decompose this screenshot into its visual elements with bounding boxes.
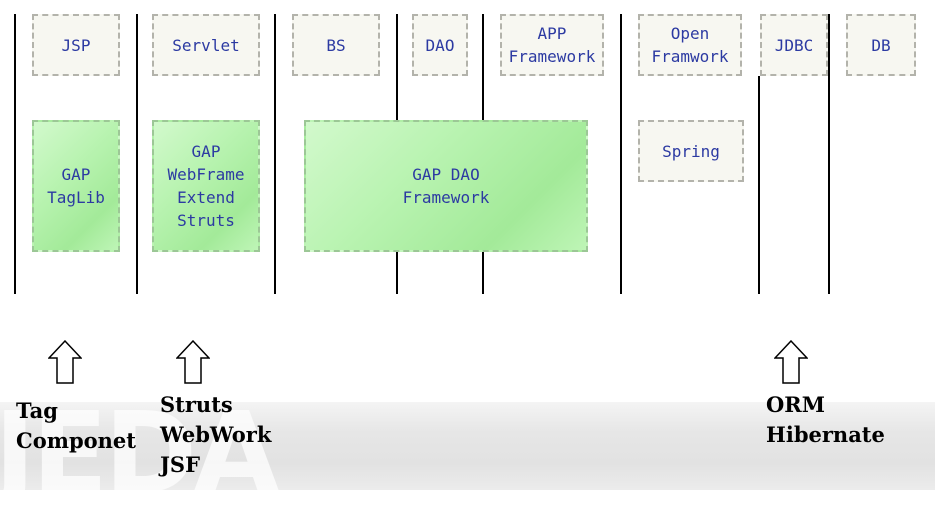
spring-box: Spring [638,120,744,182]
bottom-gray-band [0,402,935,490]
orm-hibernate-caption: ORM Hibernate [766,392,885,447]
separator-line [482,14,484,122]
separator-line [274,14,276,294]
struts-webwork-jsf-caption: Struts WebWork JSF [160,392,272,477]
separator-line [14,14,16,294]
jdbc-box: JDBC [760,14,828,76]
separator-line [396,14,398,122]
jsp-box: JSP [32,14,120,76]
gap-dao-framework-box: GAP DAO Framework [304,120,588,252]
separator-line [828,14,830,294]
separator-line [758,76,760,294]
separator-line [482,250,484,294]
up-arrow-icon [176,340,210,384]
gap-taglib-box: GAP TagLib [32,120,120,252]
app-framework-box: APP Framework [500,14,604,76]
dao-box: DAO [412,14,468,76]
db-box: DB [846,14,916,76]
open-framework-box: Open Framwork [638,14,742,76]
separator-line [620,14,622,294]
separator-line [136,14,138,294]
up-arrow-icon [48,340,82,384]
servlet-box: Servlet [152,14,260,76]
bs-box: BS [292,14,380,76]
tag-component-caption: Tag Componet [16,398,136,453]
gap-webframe-box: GAP WebFrame Extend Struts [152,120,260,252]
separator-line [396,250,398,294]
up-arrow-icon [774,340,808,384]
